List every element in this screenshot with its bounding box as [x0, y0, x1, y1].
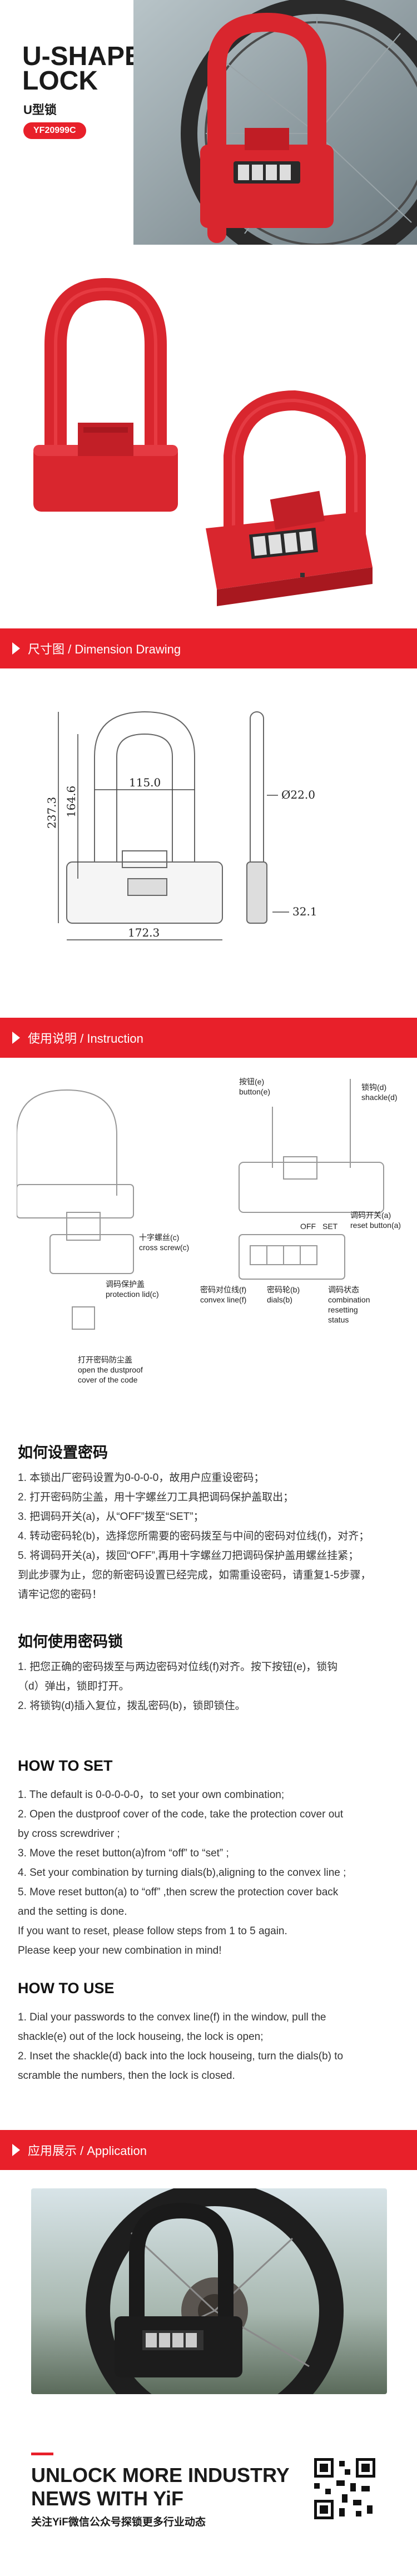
how-set-cn-line: 4. 转动密码轮(b)，选择您所需要的密码拨至与中间的密码对位线(f)，对齐； — [18, 1530, 370, 1542]
label-open-cover-en1: open the dustproof — [78, 1365, 143, 1374]
hero-photo — [133, 0, 417, 245]
heading-how-use-en: HOW TO USE — [18, 1980, 115, 1997]
section-title-application: 应用展示 / Application — [28, 2144, 147, 2158]
qr-code-icon — [311, 2455, 378, 2522]
how-use-en-line: scramble the numbers, then the lock is c… — [18, 2070, 235, 2082]
how-set-en-line: If you want to reset, please follow step… — [18, 1925, 287, 1937]
application-photo — [31, 2188, 387, 2394]
lock-front-image — [33, 278, 178, 526]
label-open-cover-en2: cover of the code — [78, 1375, 138, 1384]
play-arrow-icon — [12, 2144, 20, 2156]
how-set-en-line: 4. Set your combination by turning dials… — [18, 1867, 346, 1879]
label-shackle: 锁钩(d) — [361, 1083, 386, 1092]
label-cross-screw-en: cross screw(c) — [139, 1243, 189, 1252]
how-set-cn-line: 5. 将调码开关(a)，拨回“OFF”,再用十字螺丝刀把调码保护盖用螺丝挂紧； — [18, 1550, 359, 1562]
footer-title: UNLOCK MORE INDUSTRY NEWS WITH YiF — [31, 2464, 290, 2510]
how-use-en-line: 1. Dial your passwords to the convex lin… — [18, 2012, 326, 2023]
how-set-en-line: 1. The default is 0-0-0-0-0，to set your … — [18, 1789, 285, 1801]
hero-title: U-SHAPE LOCK — [22, 42, 143, 96]
label-reset-button-en: reset button(a) — [350, 1221, 400, 1230]
section-bar-application: 应用展示 / Application — [0, 2130, 417, 2170]
how-set-cn-line: 到此步骤为止，您的新密码设置已经完成，如需重设密码，请重复1-5步骤， — [18, 1569, 371, 1581]
label-resetting-en2: resetting — [328, 1305, 358, 1314]
dimension-drawing: 115.0 172.3 237.3 164.6 Ø22.0 32.1 — [44, 695, 389, 954]
how-set-en-line: by cross screwdriver ; — [18, 1828, 120, 1840]
label-dials: 密码轮(b) — [267, 1285, 300, 1294]
label-button: 按钮(e) — [239, 1077, 264, 1086]
how-use-cn-line: 1. 把您正确的密码拨至与两边密码对位线(f)对齐。按下按钮(e)，锁钩 — [18, 1661, 338, 1673]
how-set-cn-line: 3. 把调码开关(a)，从“OFF”拨至“SET”； — [18, 1511, 204, 1523]
hero-title-line2: LOCK — [22, 66, 98, 96]
dim-body-depth: 32.1 — [292, 905, 317, 918]
section-bar-instruction: 使用说明 / Instruction — [0, 1018, 417, 1058]
label-convex-line-en: convex line(f) — [200, 1295, 246, 1304]
how-set-cn-line: 2. 打开密码防尘盖，用十字螺丝刀工具把调码保护盖取出； — [18, 1492, 294, 1503]
label-resetting-en1: combination — [328, 1295, 370, 1304]
how-use-cn-text: 1. 把您正确的密码拨至与两边密码对位线(f)对齐。按下按钮(e)，锁钩 （d）… — [18, 1657, 337, 1716]
hero-subtitle: U型锁 — [23, 103, 57, 117]
dim-shackle-height: 164.6 — [64, 786, 78, 818]
label-resetting-en3: status — [328, 1315, 349, 1324]
footer-title-line1: UNLOCK MORE INDUSTRY — [31, 2464, 290, 2486]
how-set-en-line: 2. Open the dustproof cover of the code,… — [18, 1809, 344, 1820]
how-set-cn-line: 请牢记您的密码！ — [18, 1589, 103, 1601]
label-set: SET — [322, 1222, 338, 1231]
how-set-en-line: and the setting is done. — [18, 1906, 127, 1918]
label-shackle-en: shackle(d) — [361, 1093, 398, 1102]
label-protection-lid-en: protection lid(c) — [106, 1290, 159, 1299]
instruction-diagram: 按钮(e) button(e) 锁钩(d) shackle(d) 十字螺丝(c)… — [16, 1073, 401, 1421]
how-use-cn-line: 2. 将锁钩(d)插入复位，拨乱密码(b)，锁即锁住。 — [18, 1700, 246, 1712]
label-dials-en: dials(b) — [267, 1295, 292, 1304]
how-set-en-line: 5. Move reset button(a) to “off” ,then s… — [18, 1886, 339, 1898]
section-title-dimension: 尺寸图 / Dimension Drawing — [28, 642, 181, 656]
label-convex-line: 密码对位线(f) — [200, 1285, 246, 1294]
hero-section: U-SHAPE LOCK U型锁 YF20999C — [0, 0, 417, 628]
section-bar-dimension: 尺寸图 / Dimension Drawing — [0, 628, 417, 668]
label-cross-screw: 十字螺丝(c) — [139, 1233, 179, 1242]
label-reset-button: 调码开关(a) — [350, 1211, 391, 1220]
how-set-en-line: 3. Move the reset button(a)from “off” to… — [18, 1847, 229, 1859]
how-use-cn-line: （d）弹出，锁即打开。 — [18, 1681, 130, 1692]
play-arrow-icon — [12, 1032, 20, 1044]
lock-angled-image — [195, 384, 389, 620]
label-resetting: 调码状态 — [328, 1285, 359, 1294]
dim-inner-width: 115.0 — [129, 776, 161, 789]
section-title-instruction: 使用说明 / Instruction — [28, 1032, 143, 1046]
heading-how-set-cn: 如何设置密码 — [18, 1444, 108, 1461]
heading-how-use-cn: 如何使用密码锁 — [18, 1633, 123, 1650]
label-off: OFF — [300, 1222, 316, 1231]
hero-title-line1: U-SHAPE — [22, 42, 143, 71]
how-use-en-line: 2. Inset the shackle(d) back into the lo… — [18, 2050, 344, 2062]
how-use-en-text: 1. Dial your passwords to the convex lin… — [18, 2008, 343, 2085]
label-open-cover: 打开密码防尘盖 — [78, 1355, 132, 1364]
footer-accent-line — [31, 2453, 53, 2455]
how-set-cn-line: 1. 本锁出厂密码设置为0-0-0-0，故用户应重设密码； — [18, 1472, 265, 1484]
dim-shackle-diameter: Ø22.0 — [281, 788, 315, 801]
model-badge: YF20999C — [23, 122, 86, 139]
label-button-en: button(e) — [239, 1087, 270, 1096]
heading-how-set-en: HOW TO SET — [18, 1757, 113, 1774]
footer-title-line2: NEWS WITH YiF — [31, 2487, 183, 2510]
label-protection-lid: 调码保护盖 — [106, 1280, 145, 1289]
how-set-cn-text: 1. 本锁出厂密码设置为0-0-0-0，故用户应重设密码； 2. 打开密码防尘盖… — [18, 1468, 371, 1604]
how-use-en-line: shackle(e) out of the lock houseing, the… — [18, 2031, 264, 2043]
dim-total-height: 237.3 — [45, 797, 58, 829]
how-set-en-line: Please keep your new combination in mind… — [18, 1945, 222, 1956]
how-set-en-text: 1. The default is 0-0-0-0-0，to set your … — [18, 1785, 346, 1960]
footer-subtitle: 关注YiF微信公众号探锁更多行业动态 — [31, 2516, 206, 2528]
play-arrow-icon — [12, 642, 20, 655]
dim-outer-width: 172.3 — [128, 926, 160, 939]
